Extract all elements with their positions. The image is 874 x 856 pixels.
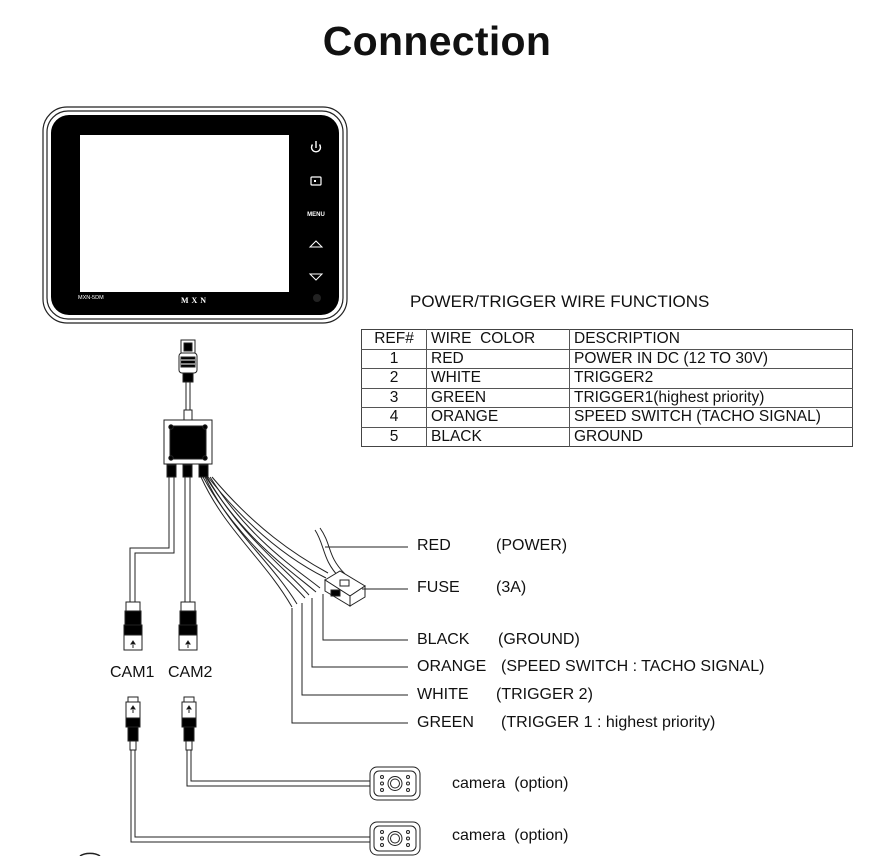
table-header-row: REF# WIRE COLOR DESCRIPTION (362, 329, 853, 349)
camera-option-label: camera (option) (452, 775, 569, 792)
camera-icon (369, 821, 421, 856)
junction-box (163, 419, 213, 478)
cam2-cable (184, 477, 191, 602)
page-title: Connection (322, 18, 552, 64)
callout-note: (POWER) (496, 537, 568, 554)
leader-lines (291, 546, 408, 724)
cell-description: TRIGGER1(highest priority) (569, 387, 853, 408)
cam1-connector (123, 601, 143, 651)
callout-name: WHITE (417, 686, 469, 703)
header-description: DESCRIPTION (569, 329, 853, 349)
callout-name: ORANGE (417, 658, 487, 675)
wire-table-title: POWER/TRIGGER WIRE FUNCTIONS (410, 292, 710, 311)
callout-note: (TRIGGER 1 : highest priority) (501, 714, 716, 731)
triangle-down-icon (308, 273, 324, 281)
table-row: 4 ORANGE SPEED SWITCH (TACHO SIGNAL) (361, 407, 853, 427)
camera1-cable (130, 750, 370, 843)
cam2-male-connector (181, 696, 197, 751)
cam1-male-connector (125, 696, 141, 751)
triangle-up-icon (308, 240, 324, 248)
callout-orange: ORANGE (SPEED SWITCH : TACHO SIGNAL) (417, 658, 764, 676)
ir-sensor (313, 294, 321, 302)
table-row: 1 RED POWER IN DC (12 TO 30V) (361, 348, 853, 369)
callout-name: FUSE (417, 579, 460, 596)
menu-button-label: MENU (307, 212, 325, 218)
cell-description: GROUND (569, 426, 853, 447)
callout-note: (GROUND) (498, 631, 580, 648)
camera-option-label: camera (option) (452, 827, 569, 844)
table-row: 3 GREEN TRIGGER1(highest priority) (361, 387, 853, 408)
cell-color: WHITE (426, 368, 570, 388)
cell-color: BLACK (426, 426, 570, 447)
cam2-label: CAM2 (168, 664, 213, 681)
callout-white: WHITE (TRIGGER 2) (417, 686, 593, 704)
cell-ref: 2 (361, 368, 427, 388)
cell-description: POWER IN DC (12 TO 30V) (569, 348, 853, 369)
cell-color: RED (426, 348, 570, 369)
cam2-connector (178, 601, 198, 651)
callout-black: BLACK (GROUND) (417, 631, 580, 649)
callout-note: (TRIGGER 2) (496, 686, 593, 703)
cell-ref: 1 (361, 348, 427, 369)
cell-description: TRIGGER2 (569, 368, 853, 388)
table-row: 2 WHITE TRIGGER2 (361, 368, 853, 388)
main-connector (178, 339, 198, 421)
source-icon (310, 176, 322, 186)
cell-ref: 5 (361, 426, 427, 447)
header-wire-color: WIRE COLOR (426, 329, 570, 349)
cell-description: SPEED SWITCH (TACHO SIGNAL) (569, 407, 853, 427)
camera2-cable (186, 750, 370, 787)
cell-ref: 4 (361, 407, 427, 427)
cell-ref: 3 (361, 387, 427, 408)
callout-name: GREEN (417, 714, 474, 731)
partial-element (79, 852, 101, 856)
cell-color: ORANGE (426, 407, 570, 427)
callout-fuse: FUSE (3A) (417, 579, 526, 597)
power-icon (310, 141, 322, 153)
monitor: MENU MXN-5DM MXN (42, 106, 348, 324)
brand-logo: MXN (181, 296, 209, 305)
callout-red: RED (POWER) (417, 537, 567, 555)
callout-name: RED (417, 537, 451, 554)
model-label: MXN-5DM (78, 295, 104, 301)
cell-color: GREEN (426, 387, 570, 408)
callout-name: BLACK (417, 631, 470, 648)
power-wire-bundle (200, 476, 346, 608)
callout-note: (SPEED SWITCH : TACHO SIGNAL) (501, 658, 765, 675)
wire-functions-table: REF# WIRE COLOR DESCRIPTION 1 RED POWER … (361, 329, 853, 447)
cam1-cable (129, 477, 175, 602)
cam1-label: CAM1 (110, 664, 155, 681)
table-row: 5 BLACK GROUND (361, 426, 853, 447)
fuse-holder (324, 570, 366, 607)
callout-note: (3A) (496, 579, 527, 596)
monitor-screen (80, 135, 289, 292)
camera-icon (369, 766, 421, 801)
callout-green: GREEN (TRIGGER 1 : highest priority) (417, 714, 715, 732)
header-ref: REF# (374, 330, 414, 348)
